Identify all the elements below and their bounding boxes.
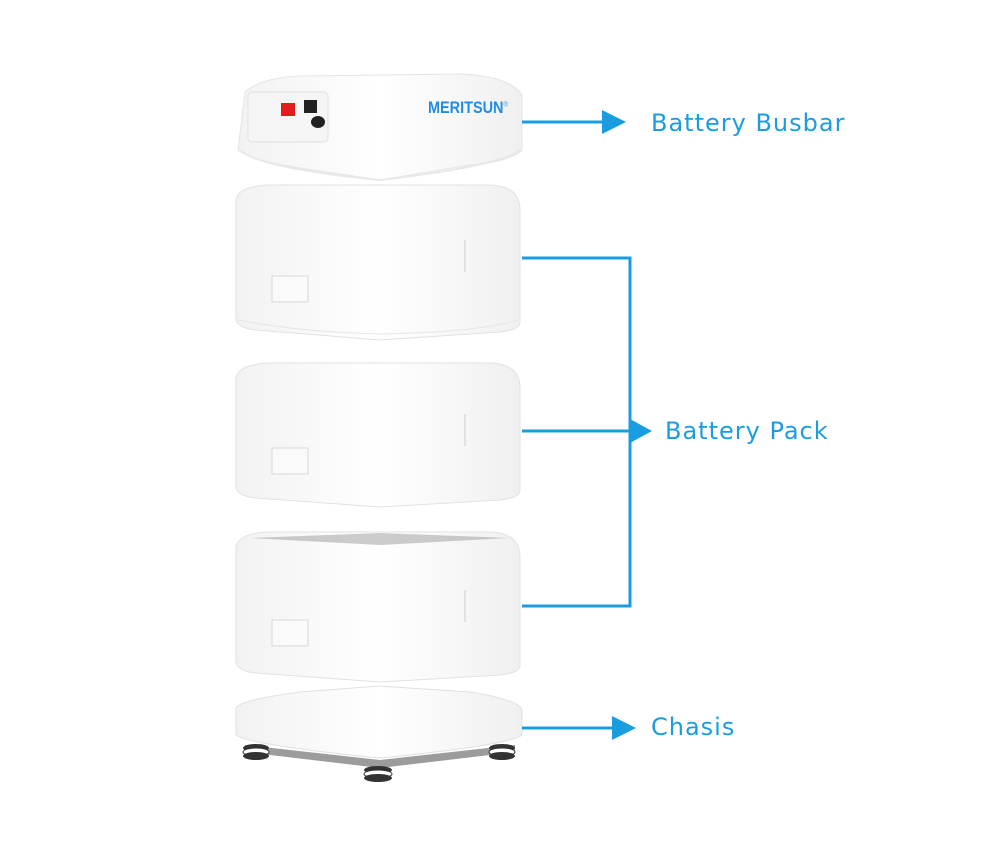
pack-handle <box>271 447 309 475</box>
brand-logo: MERITSUN® <box>428 98 508 117</box>
chassis-module <box>235 685 523 782</box>
label-battery-pack: Battery Pack <box>665 417 829 445</box>
negative-terminal-icon <box>304 100 317 113</box>
communication-port-icon <box>311 116 325 128</box>
chassis-foot <box>242 744 270 760</box>
battery-pack-2 <box>235 362 521 508</box>
battery-pack-1 <box>235 184 521 341</box>
battery-busbar-module <box>237 73 523 182</box>
label-chassis: Chasis <box>651 713 736 741</box>
arrow-icon <box>602 110 626 134</box>
arrow-icon <box>612 716 636 740</box>
battery-pack-3 <box>235 531 521 683</box>
arrow-icon <box>630 419 652 443</box>
positive-terminal-icon <box>281 103 295 116</box>
chassis-foot <box>488 744 516 760</box>
pack-handle <box>271 619 309 647</box>
chassis-foot <box>363 766 393 782</box>
pack-handle <box>271 275 309 303</box>
label-battery-busbar: Battery Busbar <box>651 109 846 137</box>
